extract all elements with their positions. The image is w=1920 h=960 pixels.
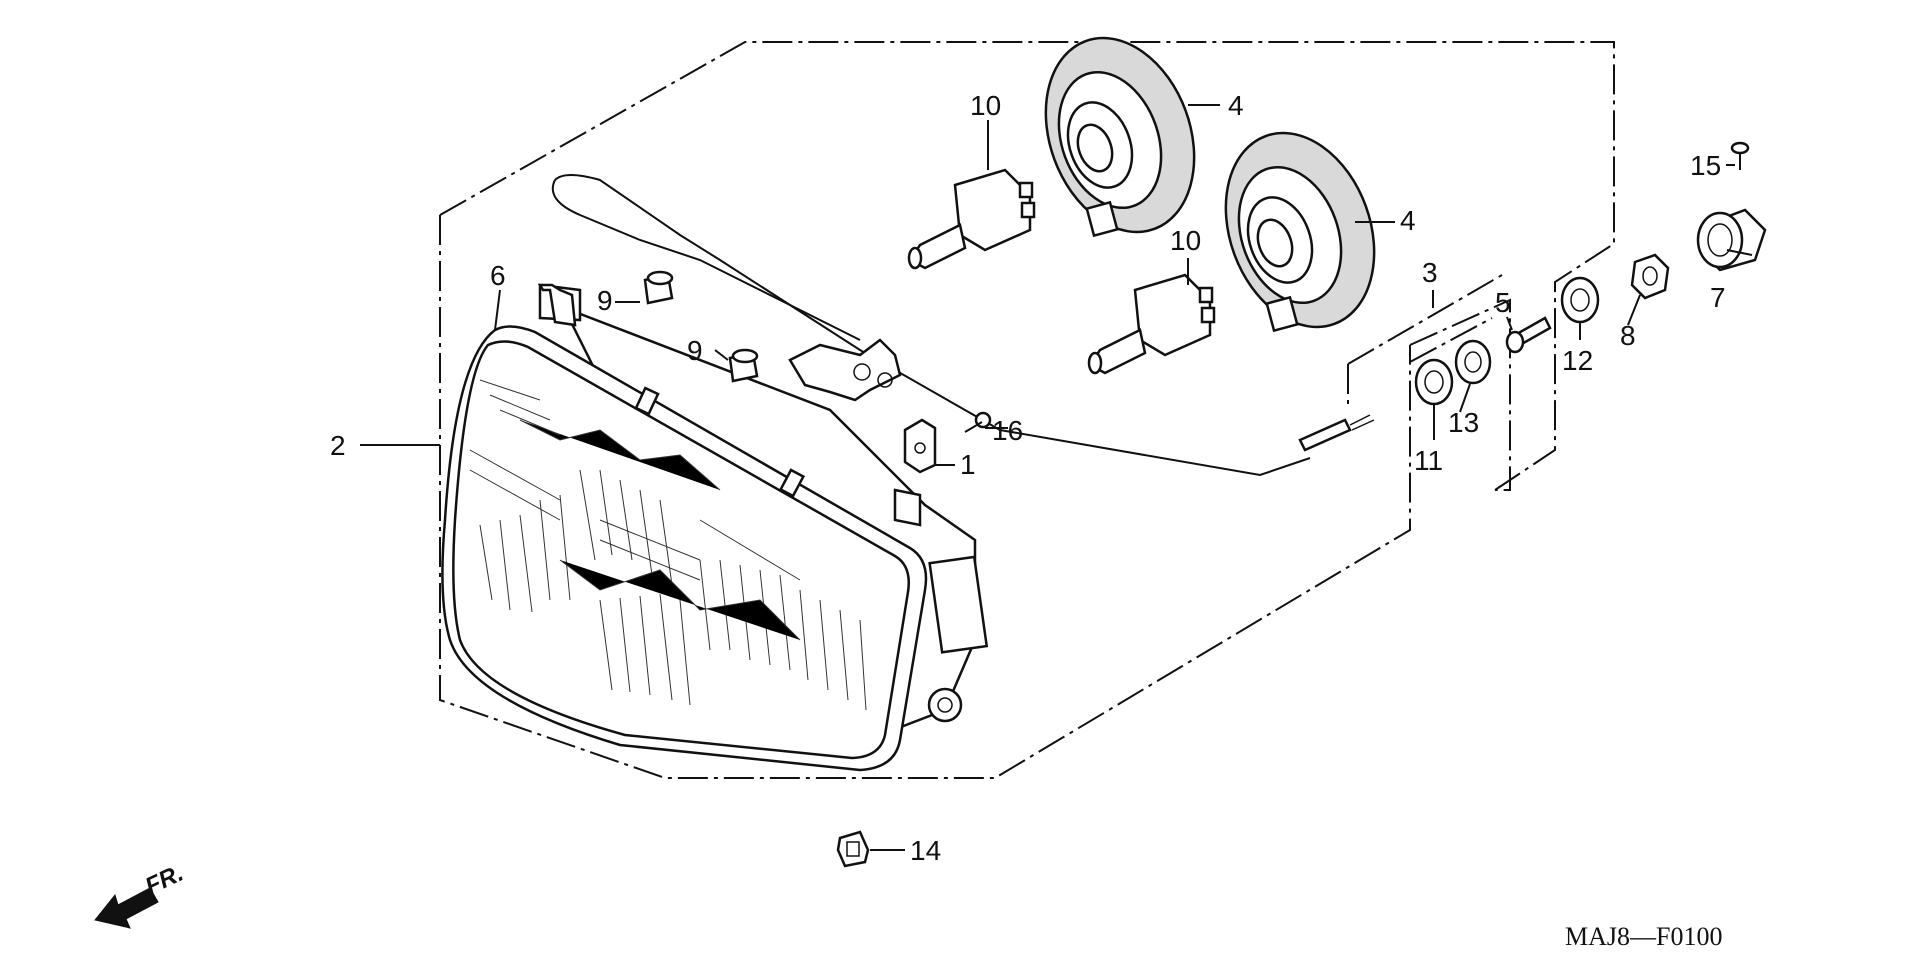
assembly-boundary (439, 41, 1615, 779)
dust-cover-lower (1224, 131, 1376, 333)
callout-2: 2 (330, 430, 346, 461)
dust-cover-upper (1044, 36, 1196, 238)
callout-15: 15 (1690, 150, 1721, 181)
callout-6: 6 (490, 260, 506, 291)
screw-16 (964, 411, 992, 433)
callout-1: 1 (960, 449, 976, 480)
callout-10b: 10 (1170, 225, 1201, 256)
washer-13 (1454, 339, 1492, 385)
diagram-code: MAJ8—F0100 (1565, 922, 1722, 951)
clamp (903, 418, 937, 474)
callout-9b: 9 (687, 335, 703, 366)
nut-8 (1630, 253, 1670, 300)
knob-7 (1696, 208, 1767, 272)
bulb-upper (907, 168, 1036, 270)
lens-pattern (469, 379, 867, 711)
callouts: 1 2 3 4 4 5 6 7 8 9 9 10 10 11 12 13 14 … (330, 90, 1726, 866)
bolt-5 (1505, 316, 1552, 354)
nut-12 (1560, 276, 1600, 324)
wire-harness (551, 174, 1375, 477)
callout-16: 16 (992, 415, 1023, 446)
bulb-lower (1087, 273, 1216, 375)
callout-7: 7 (1710, 282, 1726, 313)
front-direction-indicator: FR. (94, 860, 188, 929)
callout-10a: 10 (970, 90, 1001, 121)
callout-13: 13 (1448, 407, 1479, 438)
leader-lines (360, 104, 1753, 851)
front-arrow-icon (94, 887, 159, 929)
callout-14: 14 (910, 835, 941, 866)
clip-nut-14 (836, 830, 870, 868)
grommet-9a (643, 270, 674, 305)
callout-11: 11 (1414, 445, 1443, 476)
callout-8: 8 (1620, 320, 1636, 351)
callout-4b: 4 (1400, 205, 1416, 236)
screw-15 (1730, 141, 1750, 170)
callout-3: 3 (1422, 257, 1438, 288)
callout-4a: 4 (1228, 90, 1244, 121)
callout-12: 12 (1562, 345, 1593, 376)
washer-11 (1414, 358, 1454, 406)
headlight-unit (441, 283, 989, 772)
bulb-socket-bracket (788, 338, 902, 402)
grommet-9b (728, 348, 759, 383)
callout-5: 5 (1495, 287, 1511, 318)
callout-9a: 9 (597, 285, 613, 316)
